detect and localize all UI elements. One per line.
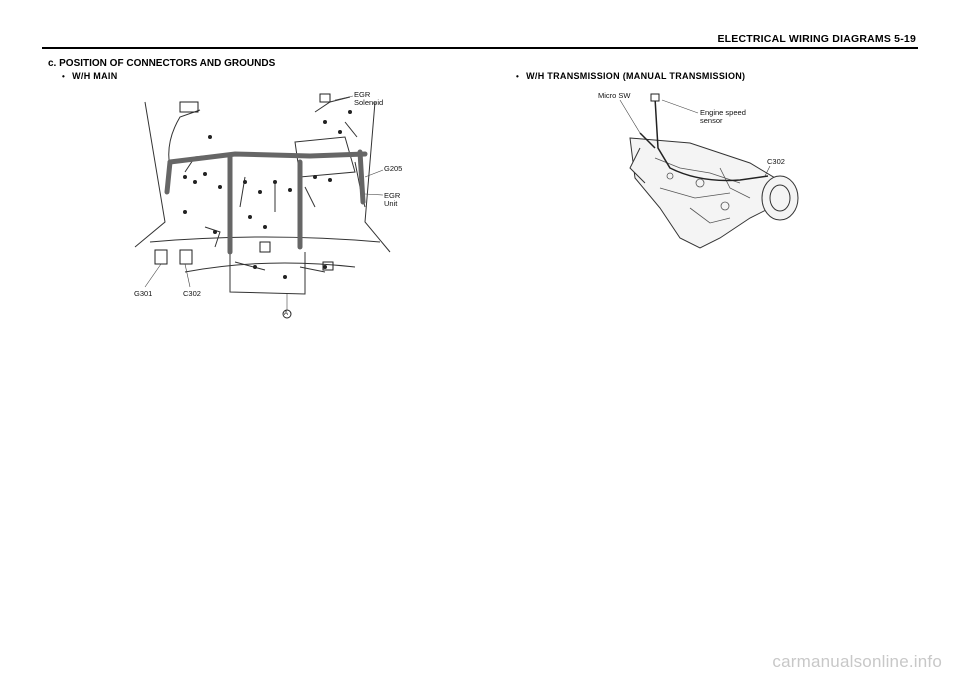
label-engine-speed-sensor: Engine speed sensor (700, 108, 746, 125)
label-c302-main: C302 (183, 289, 201, 298)
label-marker-a: A (284, 311, 289, 317)
wh-main-caption: W/H MAIN (62, 71, 118, 81)
label-egr-solenoid: EGR Solenoid (354, 90, 384, 107)
section-title: c. POSITION OF CONNECTORS AND GROUNDS (48, 58, 276, 69)
label-g205: G205 (384, 164, 403, 173)
watermark: carmanualsonline.info (772, 652, 942, 671)
label-micro-sw: Micro SW (598, 91, 631, 100)
wh-main-diagram (134, 93, 391, 319)
header-divider (42, 47, 918, 49)
wh-transmission-caption: W/H TRANSMISSION (MANUAL TRANSMISSION) (516, 71, 745, 81)
page-header-title: ELECTRICAL WIRING DIAGRAMS 5-19 (717, 33, 916, 45)
label-c302-transmission: C302 (767, 157, 785, 166)
wh-transmission-diagram (619, 93, 799, 249)
label-g301: G301 (134, 289, 153, 298)
label-egr-unit: EGR Unit (384, 191, 401, 208)
